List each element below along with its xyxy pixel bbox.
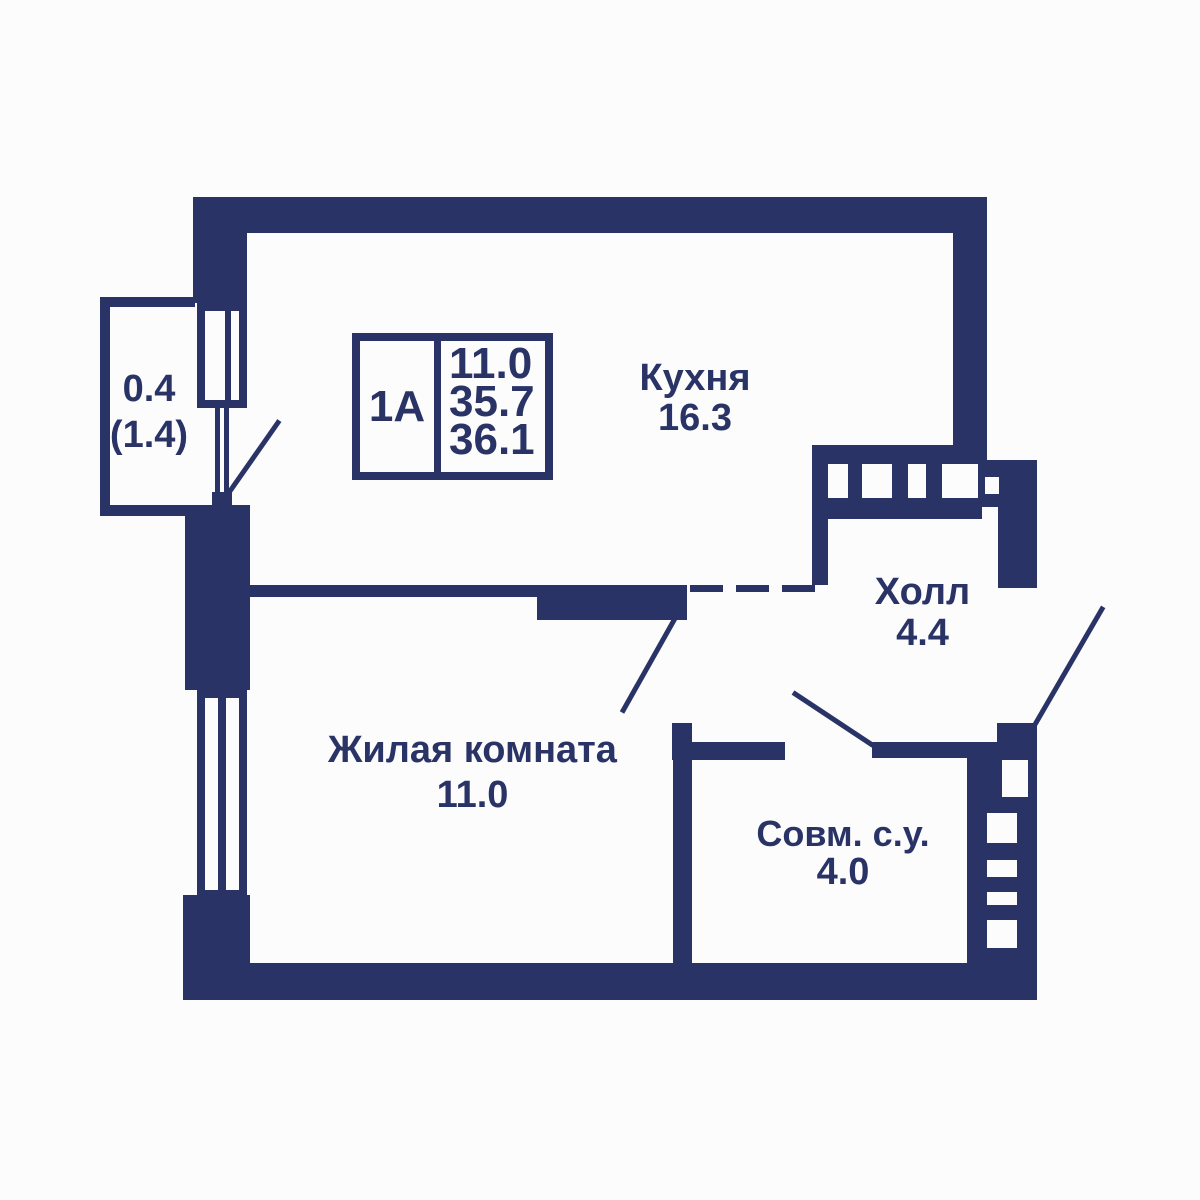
living-room-name: Жилая комната (328, 729, 617, 771)
bathroom-label: Совм. с.у. 4.0 (738, 814, 948, 892)
divider-wall-thick (537, 585, 687, 620)
balcony-window (197, 303, 247, 408)
shaft-top-opening-4 (942, 464, 978, 498)
living-window-rail-2 (218, 690, 226, 898)
living-room-label: Жилая комната 11.0 (295, 728, 650, 818)
bathroom-name: Совм. с.у. (756, 813, 930, 854)
wall-top-left-corner (193, 197, 247, 303)
wall-left-middle (185, 505, 250, 690)
shaft-right-opening-5 (987, 920, 1017, 948)
kitchen-hall-dashed-boundary (690, 585, 817, 592)
wall-bottom (183, 963, 1037, 1000)
living-window-rail-3 (239, 690, 247, 898)
wall-top (193, 197, 987, 233)
divider-wall-thin (250, 585, 537, 597)
bathroom-wall-left (673, 760, 692, 965)
hall-area: 4.4 (896, 612, 949, 654)
balcony-door-swing (219, 419, 282, 504)
balcony-door-rail-right (224, 408, 229, 496)
hall-name: Холл (874, 571, 971, 613)
balcony-area-with-coefficient: (1.4) (109, 414, 189, 456)
entrance-door-jamb (997, 723, 1037, 758)
shaft-top-band (812, 445, 987, 463)
entrance-door-swing (1032, 605, 1106, 726)
bathroom-jamb-left (672, 723, 692, 760)
apartment-area-room: 11.0 (449, 339, 533, 388)
shaft-top-opening-2 (862, 464, 892, 498)
kitchen-area: 16.3 (658, 397, 732, 439)
hall-right-pillar (998, 507, 1037, 588)
shaft-right-opening-3 (987, 860, 1017, 877)
shaft-right-opening-4 (987, 892, 1017, 905)
kitchen-label: Кухня 16.3 (577, 358, 813, 438)
apartment-info-box: 1A 11.0 35.7 36.1 (352, 333, 553, 480)
apartment-area-total: 36.1 (449, 415, 535, 464)
shaft-top-opening-1 (828, 464, 848, 498)
balcony-wall-top (100, 297, 195, 307)
bathroom-door-swing (791, 690, 875, 748)
living-room-door-swing (619, 617, 678, 714)
balcony-window-mullion (225, 311, 231, 400)
apartment-areas: 11.0 35.7 36.1 (441, 341, 545, 472)
balcony-wall-bottom (100, 505, 190, 516)
balcony-area: 0.4 (122, 368, 176, 410)
living-window-rail-1 (197, 690, 205, 898)
living-room-area: 11.0 (436, 774, 509, 816)
balcony-wall-left (100, 297, 110, 515)
bathroom-wall-top-left (688, 742, 785, 760)
bathroom-area: 4.0 (816, 851, 870, 893)
shaft-right-opening-2 (987, 813, 1017, 843)
hall-label: Холл 4.4 (845, 572, 1000, 654)
bathroom-wall-top-right (872, 742, 997, 758)
shaft-top-opening-3 (908, 464, 926, 498)
balcony-door-rail-left (215, 408, 220, 496)
shaft-left-pillar (812, 519, 828, 585)
apartment-unit-label: 1A (360, 341, 441, 472)
shaft-top-right-notch (985, 477, 999, 494)
wall-right-upper (953, 233, 987, 447)
apartment-area-living: 35.7 (449, 377, 535, 426)
balcony-label: 0.4 (1.4) (93, 366, 205, 458)
kitchen-name: Кухня (639, 357, 751, 399)
shaft-right-opening-1 (1002, 760, 1028, 797)
